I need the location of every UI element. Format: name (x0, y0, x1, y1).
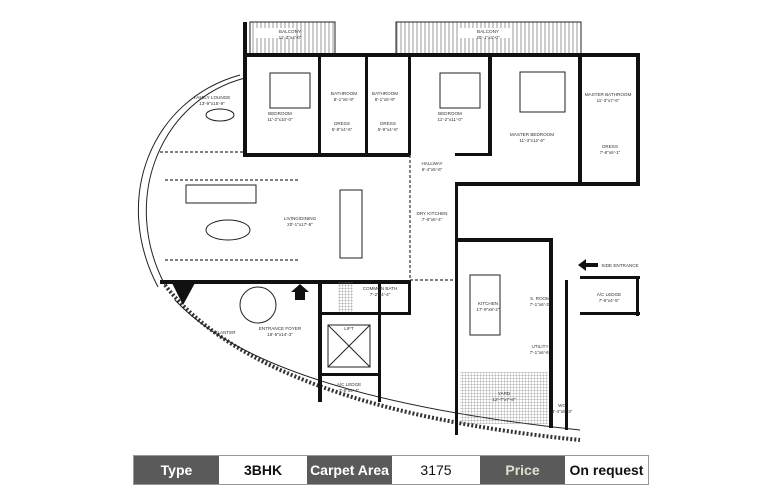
room-s-room-dim: 7'-1"x6'-3" (530, 302, 551, 307)
price-label: Price (480, 456, 565, 484)
specs-table: Type 3BHK Carpet Area 3175 Price On requ… (133, 455, 649, 485)
room-dress-3-name: DRESS (602, 144, 618, 149)
room-dress-2-name: DRESS (380, 121, 396, 126)
room-common-bath-dim: 7'-2"x4'-4" (370, 292, 391, 297)
room-balcony-1-name: BALCONY (279, 29, 301, 34)
carpet-area-label: Carpet Area (307, 456, 392, 484)
room-dress-1-name: DRESS (334, 121, 350, 126)
room-dress-2-dim: 5'-9"x4'-6" (378, 127, 399, 132)
room-lift-name: LIFT (344, 326, 354, 331)
room-bathroom-1-name: BATHROOM (331, 91, 357, 96)
room-planter-name: PLANTER (214, 330, 236, 335)
room-hallway-dim: 6'-4"x5'-6" (422, 167, 443, 172)
room-master-bathroom-name: MASTER BATHROOM (585, 92, 632, 97)
room-bathroom-2-dim: 8'-1"x5'-9" (375, 97, 396, 102)
side-entrance-label: SIDE ENTRANCE (601, 263, 638, 268)
room-living-dining-name: LIVING/DINING (284, 216, 317, 221)
room-living-dining-dim: 20'-1"x17'-9" (287, 222, 313, 227)
carpet-area-value: 3175 (392, 456, 480, 484)
room-kitchen-dim: 17'-9"x8'-2" (476, 307, 500, 312)
type-value: 3BHK (219, 456, 307, 484)
room-dress-1-dim: 5'-9"x4'-6" (332, 127, 353, 132)
furniture (185, 71, 566, 424)
room-ac-ledge-2-dim: 7'-8"x4'-4" (339, 388, 360, 393)
room-s-room-name: S. ROOM (530, 296, 550, 301)
room-wc-name: WC (558, 403, 566, 408)
room-entrance-foyer-name: ENTRANCE FOYER (259, 326, 302, 331)
dashed-openings (160, 151, 455, 281)
room-family-lounge-name: FAMILY LOUNGE (194, 95, 231, 100)
room-master-bedroom-name: MASTER BEDROOM (510, 132, 554, 137)
room-bedroom-1-name: BEDROOM (268, 111, 292, 116)
room-balcony-1-dim: 11'-3"x4'-0" (279, 35, 302, 40)
room-dress-3-dim: 7'-8"x6'-1" (600, 150, 621, 155)
room-bedroom-2-dim: 11'-2"x11'-0" (437, 117, 462, 122)
room-utility-dim: 7'-1"x6'-6" (530, 350, 551, 355)
room-yard-dim: 12'-7"x7'-8" (492, 397, 516, 402)
type-label: Type (134, 456, 219, 484)
room-bathroom-1-dim: 8'-1"x5'-9" (334, 97, 355, 102)
room-ac-ledge-1-name: A/C LEDGE (597, 292, 622, 297)
balcony-1 (249, 21, 336, 56)
room-wc-dim: 3'-4"x5'-3" (552, 409, 573, 414)
room-ac-ledge-2-name: A/C LEDGE (337, 382, 362, 387)
room-ac-ledge-1-dim: 7'-6"x4'-5" (599, 298, 620, 303)
room-entrance-foyer-dim: 18'-5"x14'-3" (267, 332, 293, 337)
room-bedroom-1-dim: 11'-2"x10'-0" (267, 117, 293, 122)
room-dry-kitchen-dim: 7'-6"x6'-4" (422, 217, 443, 222)
room-dry-kitchen-name: DRY KITCHEN (417, 211, 448, 216)
room-common-bath-name: COMMON BATH (363, 286, 398, 291)
side-entrance-arrow (578, 259, 598, 271)
room-master-bathroom-dim: 11'-3"x7'-6" (597, 98, 620, 103)
room-utility-name: UTILITY (531, 344, 548, 349)
room-master-bedroom-dim: 11'-3"x12'-6" (519, 138, 545, 143)
room-balcony-2-name: BALCONY (477, 29, 499, 34)
room-bathroom-2-name: BATHROOM (372, 91, 398, 96)
room-bedroom-2-name: BEDROOM (438, 111, 462, 116)
price-value: On request (565, 456, 648, 484)
room-family-lounge-dim: 13'-9"x15'-9" (199, 101, 225, 106)
room-kitchen-name: KITCHEN (478, 301, 498, 306)
floor-plan: SIDE ENTRANCE BALCONY11'-3"x4'-0"BALCONY… (137, 21, 640, 442)
room-hallway-name: HALLWAY (421, 161, 442, 166)
room-balcony-2-dim: 25'-1"x4'-0" (476, 35, 500, 40)
walls (160, 22, 640, 435)
facade-curve (145, 77, 246, 286)
room-yard-name: YARD (498, 391, 511, 396)
balcony-2 (395, 21, 582, 56)
